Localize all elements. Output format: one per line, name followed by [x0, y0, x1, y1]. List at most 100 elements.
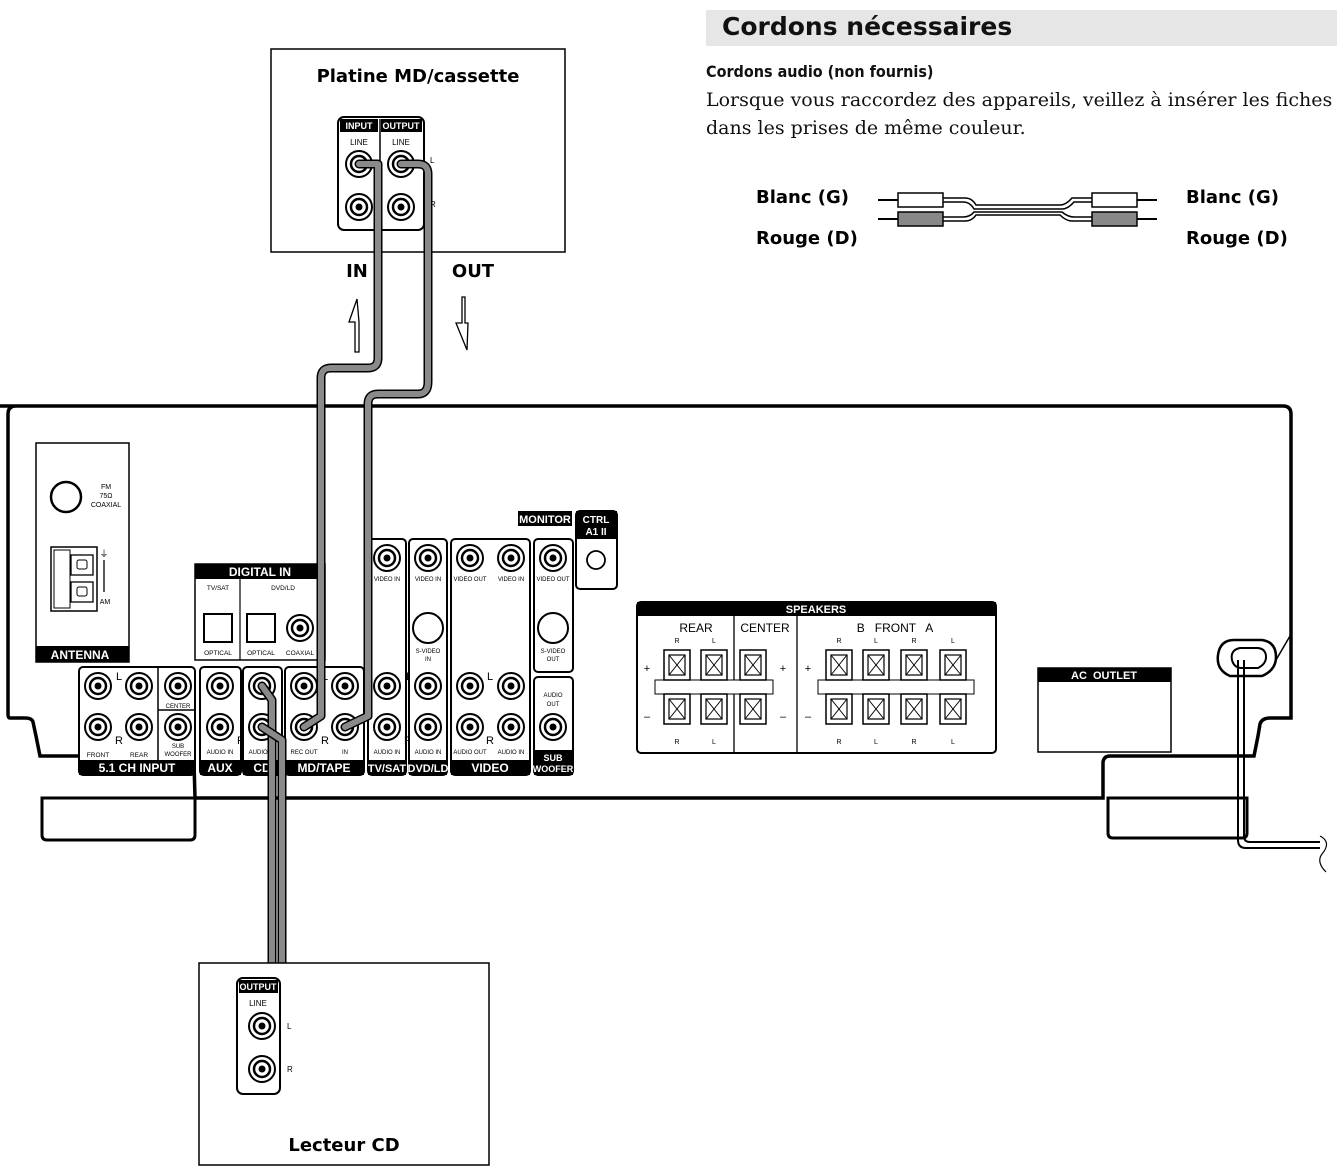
md-r-label: R: [430, 200, 436, 209]
audio-cable-illustration: Blanc (G) Rouge (D) Blanc (G) Rouge (D): [756, 187, 1288, 249]
fm-label: FM: [101, 484, 111, 491]
subwoofer-audio-label: AUDIO: [543, 693, 562, 699]
am-label: AM: [100, 599, 111, 606]
md-input-jack-r[interactable]: [344, 192, 374, 222]
frontb-r-bottom: R: [836, 739, 841, 746]
fronta-r-top: R: [911, 638, 916, 645]
md-output-label: OUTPUT: [383, 121, 421, 131]
rear-r-top: R: [674, 638, 679, 645]
mdtape-in-label: IN: [342, 750, 348, 756]
ch51-woofer-label: WOOFER: [165, 752, 193, 758]
mdtape-r-label: R: [321, 735, 329, 747]
optical-label-1: OPTICAL: [204, 650, 232, 657]
speakers-label: SPEAKERS: [786, 604, 847, 616]
digital-dvdld-label: DVD/LD: [271, 585, 295, 592]
in-arrow-label: IN: [346, 261, 368, 282]
video-label: VIDEO: [471, 761, 508, 775]
aux-r-label: R: [237, 735, 245, 747]
instruction-text: Lorsque vous raccordez des appareils, ve…: [706, 89, 1333, 139]
rear-minus-label: –: [644, 711, 651, 723]
md-output-jack-r[interactable]: [386, 192, 416, 222]
fm-antenna-jack[interactable]: [49, 480, 83, 514]
frontb-r-top: R: [836, 638, 841, 645]
rear-l-bottom: L: [712, 739, 716, 746]
dvdld-svideo-in-label: IN: [425, 657, 431, 663]
optical-dvdld-port[interactable]: [246, 613, 276, 643]
speakers-center-label: CENTER: [740, 621, 790, 635]
md-line-out-label: LINE: [392, 138, 410, 147]
cd-out-r-label: R: [287, 1065, 293, 1074]
rear-r-bottom: R: [674, 739, 679, 746]
center-plus-label: +: [780, 663, 786, 675]
subwoofer-out-label: OUT: [547, 702, 560, 708]
label-red-left: Rouge (D): [756, 228, 858, 249]
md-input-label: INPUT: [346, 121, 374, 131]
mdtape-in-jack-l[interactable]: [330, 671, 360, 701]
cd-player-title: Lecteur CD: [288, 1135, 399, 1156]
md-line-in-label: LINE: [350, 138, 368, 147]
monitor-svideo-out-label: OUT: [547, 657, 560, 663]
fm-coaxial-label: COAXIAL: [91, 502, 121, 509]
ctrl-a1-jack[interactable]: [586, 550, 606, 570]
monitor-svideo-jack[interactable]: [537, 612, 569, 644]
mdtape-recout-label: REC OUT: [291, 750, 318, 756]
subwoofer-jack[interactable]: [538, 712, 568, 742]
digital-in-label: DIGITAL IN: [229, 565, 291, 579]
subwoofer-woofer-label: WOOFER: [533, 764, 574, 774]
video-audio-in-label: AUDIO IN: [498, 750, 525, 756]
front-minus-label: –: [805, 711, 812, 723]
aux-label: AUX: [207, 761, 232, 775]
coaxial-label: COAXIAL: [286, 650, 315, 657]
ch51-center-label: CENTER: [166, 704, 191, 710]
ac-outlet-label: AC OUTLET: [1071, 670, 1137, 682]
coaxial-dvdld-jack[interactable]: [285, 613, 315, 643]
in-arrow-icon: [348, 298, 360, 353]
md-l-label: L: [430, 156, 435, 165]
rear-l-top: L: [712, 638, 716, 645]
out-arrow-icon: [455, 296, 469, 351]
ctrl-label: CTRL: [583, 515, 610, 526]
frontb-l-top: L: [874, 638, 878, 645]
cd-output-label: OUTPUT: [240, 982, 278, 992]
tvsat-audio-in-label: AUDIO IN: [374, 750, 401, 756]
video-audio-out-label: AUDIO OUT: [453, 750, 487, 756]
tvsat-video-in-label: VIDEO IN: [374, 577, 400, 583]
digital-tvsat-label: TV/SAT: [207, 585, 229, 592]
md-cassette-deck: Platine MD/cassette INPUT OUTPUT LINE LI…: [270, 48, 566, 253]
optical-label-2: OPTICAL: [247, 650, 275, 657]
monitor-video-out-label: VIDEO OUT: [536, 577, 569, 583]
video-l-label: L: [487, 671, 493, 683]
antenna-label: ANTENNA: [51, 648, 110, 662]
receiver-rear-panel: ANTENNA FM 75Ω COAXIAL ⏚ AM DIGITAL IN T…: [0, 404, 1328, 873]
mdtape-label: MD/TAPE: [297, 761, 350, 775]
fronta-r-bottom: R: [911, 739, 916, 746]
dvdld-audio-in-label: AUDIO IN: [415, 750, 442, 756]
section-title: Cordons nécessaires: [722, 12, 1013, 41]
ground-icon: ⏚: [99, 549, 108, 559]
ch51-rear-label: REAR: [130, 752, 148, 759]
center-minus-label: –: [780, 711, 787, 723]
label-red-right: Rouge (D): [1186, 228, 1288, 249]
cd-audio-in-label: AUDIO IN: [249, 750, 276, 756]
fronta-l-bottom: L: [951, 739, 955, 746]
dvdld-svideo-jack[interactable]: [412, 612, 444, 644]
section-header-band: [706, 10, 1337, 46]
dvdld-video-in-label: VIDEO IN: [415, 577, 441, 583]
dvdld-svideo-label: S-VIDEO: [416, 649, 441, 655]
label-white-left: Blanc (G): [756, 187, 849, 208]
fm-ohm-label: 75Ω: [99, 493, 112, 500]
ch51-input-label: 5.1 CH INPUT: [99, 761, 176, 775]
ch51-l-label: L: [116, 671, 122, 683]
audio-cables: [257, 159, 433, 1074]
rear-plus-label: +: [644, 663, 650, 675]
subwoofer-sub-label: SUB: [543, 753, 563, 763]
cd-output-jack-l[interactable]: [247, 1011, 277, 1041]
optical-tvsat-port[interactable]: [203, 613, 233, 643]
cd-output-jack-r[interactable]: [247, 1054, 277, 1084]
mdtape-recout-jack-l[interactable]: [289, 671, 319, 701]
tvsat-label: TV/SAT: [368, 763, 407, 775]
dvdld-label: DVD/LD: [408, 763, 449, 775]
front-plus-label: +: [805, 663, 811, 675]
frontb-l-bottom: L: [874, 739, 878, 746]
